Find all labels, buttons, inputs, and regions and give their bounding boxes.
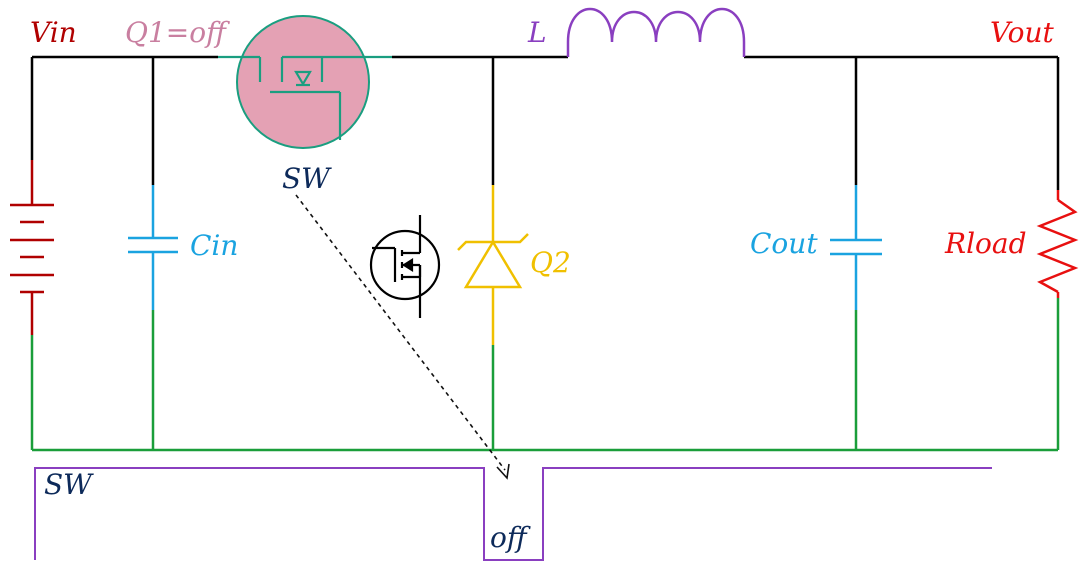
inductor-label: L [527, 16, 547, 49]
ground-rail [30, 298, 1060, 452]
vout-label: Vout [990, 16, 1055, 49]
cout-label: Cout [750, 227, 818, 260]
off-state-label: off [490, 521, 531, 554]
sw-waveform [34, 467, 992, 561]
vin-label: Vin [30, 16, 77, 49]
q2-mosfet-icon [369, 215, 441, 318]
battery-source [10, 160, 54, 335]
rload-label: Rload [944, 227, 1027, 260]
sw-waveform-label: SW [44, 468, 94, 501]
cout-capacitor [830, 185, 882, 310]
q2-diode [457, 185, 529, 345]
rload-resistor [1036, 190, 1079, 298]
sw-arrow [295, 194, 510, 480]
cin-label: Cin [190, 229, 238, 262]
cin-capacitor [128, 185, 178, 310]
q1-mosfet [218, 15, 392, 149]
inductor-coil [566, 7, 746, 57]
top-rail [30, 55, 1060, 190]
q1-label: Q1=off [125, 16, 230, 49]
q2-label: Q2 [530, 246, 571, 279]
sw-node-label: SW [282, 162, 332, 195]
